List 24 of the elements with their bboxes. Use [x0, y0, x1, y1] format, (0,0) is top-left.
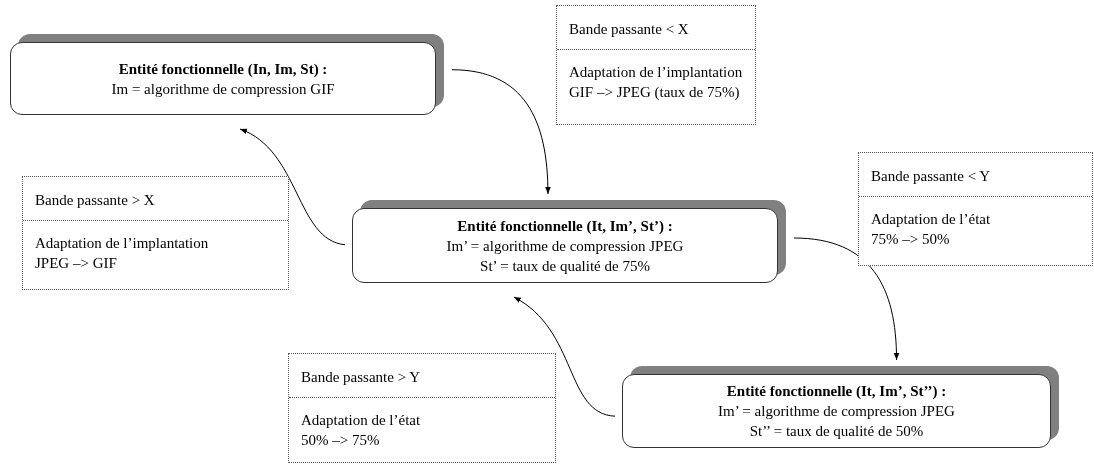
- entity-property: St’’ = taux de qualité de 50%: [749, 422, 924, 441]
- curved-arrow: [513, 296, 616, 417]
- action-text: Adaptation de l’implantation JPEG –> GIF: [35, 233, 210, 273]
- condition-text: Bande passante > X: [35, 191, 156, 210]
- entity-title: Entité fonctionnelle (In, Im, St) :: [118, 59, 328, 79]
- action-text: Adaptation de l’état 50% –> 75%: [301, 410, 422, 450]
- condition-action-box: [556, 5, 756, 125]
- action-text: Adaptation de l’état 75% –> 50%: [871, 209, 992, 249]
- curved-arrow: [239, 128, 346, 246]
- condition-text: Bande passante < Y: [871, 167, 992, 186]
- condition-text: Bande passante > Y: [301, 368, 422, 387]
- entity-property: Im = algorithme de compression GIF: [111, 79, 335, 99]
- entity-property: Im’ = algorithme de compression JPEG: [718, 402, 955, 421]
- condition-action-box: [22, 176, 289, 290]
- action-text: Adaptation de l’implantation GIF –> JPEG (taux de 75%): [569, 62, 743, 102]
- condition-text: Bande passante < X: [569, 20, 690, 39]
- curved-arrow: [793, 237, 900, 361]
- condition-action-box: [858, 152, 1093, 266]
- curved-arrow: [451, 69, 551, 195]
- entity-title: Entité fonctionnelle (It, Im’, St’) :: [457, 216, 673, 236]
- condition-action-box: [288, 353, 556, 463]
- entity-property: St’ = taux de qualité de 75%: [480, 256, 650, 276]
- entity-property: Im’ = algorithme de compression JPEG: [446, 236, 684, 256]
- entity-title: Entité fonctionnelle (It, Im’, St’’) :: [726, 382, 947, 401]
